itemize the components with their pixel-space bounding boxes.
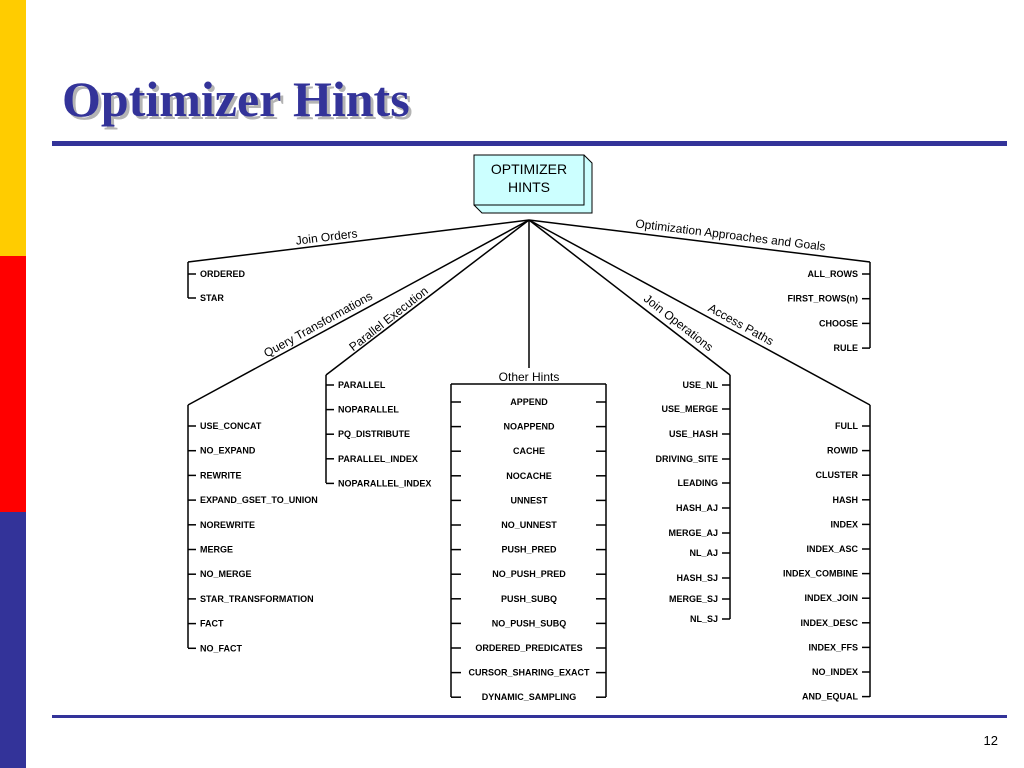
- hint-item-no-unnest: NO_UNNEST: [501, 520, 557, 530]
- hint-item-hash-aj: HASH_AJ: [676, 503, 718, 513]
- hint-item-no-fact: NO_FACT: [200, 643, 243, 653]
- hint-item-nocache: NOCACHE: [506, 471, 552, 481]
- hint-item-first-rows-n: FIRST_ROWS(n): [788, 294, 859, 304]
- root-node: OPTIMIZER HINTS: [473, 154, 593, 214]
- hint-item-cursor-sharing-exact: CURSOR_SHARING_EXACT: [468, 668, 590, 678]
- page-number: 12: [983, 733, 998, 748]
- hint-item-index-asc: INDEX_ASC: [806, 544, 858, 554]
- hint-item-nl-aj: NL_AJ: [689, 548, 718, 558]
- slide-title: Optimizer Hints: [62, 71, 410, 127]
- connector-parallel-execution: [325, 219, 530, 376]
- hint-item-hash: HASH: [832, 495, 858, 505]
- connector-join-operations: [528, 219, 731, 376]
- category-label-optimization-approaches: Optimization Approaches and Goals: [635, 216, 827, 253]
- connector-query-transformations: [187, 219, 530, 406]
- hint-item-index: INDEX: [830, 519, 858, 529]
- hint-item-star: STAR: [200, 293, 224, 303]
- hint-item-norewrite: NOREWRITE: [200, 520, 255, 530]
- hint-item-noparallel: NOPARALLEL: [338, 405, 399, 415]
- hint-item-ordered-predicates: ORDERED_PREDICATES: [475, 643, 582, 653]
- hint-item-cluster: CLUSTER: [816, 470, 859, 480]
- hint-item-merge-sj: MERGE_SJ: [669, 594, 718, 604]
- hint-item-push-pred: PUSH_PRED: [501, 545, 557, 555]
- hint-item-parallel-index: PARALLEL_INDEX: [338, 454, 418, 464]
- hint-item-no-merge: NO_MERGE: [200, 569, 252, 579]
- hint-item-fact: FACT: [200, 619, 224, 629]
- accent-stripe-blue: [0, 512, 26, 768]
- connector-lines: [187, 219, 871, 697]
- hint-item-merge: MERGE: [200, 545, 233, 555]
- accent-stripe-yellow: [0, 0, 26, 256]
- hint-item-and-equal: AND_EQUAL: [802, 692, 859, 702]
- hint-item-star-transformation: STAR_TRANSFORMATION: [200, 594, 314, 604]
- root-box: [473, 154, 585, 206]
- hint-item-no-index: NO_INDEX: [812, 667, 858, 677]
- hint-item-use-hash: USE_HASH: [669, 429, 718, 439]
- connector-optimization-approaches: [528, 219, 871, 263]
- hint-item-pq-distribute: PQ_DISTRIBUTE: [338, 429, 410, 439]
- hint-item-nl-sj: NL_SJ: [690, 614, 718, 624]
- hint-item-choose: CHOOSE: [819, 318, 858, 328]
- hint-item-parallel: PARALLEL: [338, 380, 386, 390]
- root-label-line2: HINTS: [508, 179, 550, 195]
- hint-item-rule: RULE: [834, 343, 859, 353]
- hint-item-no-push-subq: NO_PUSH_SUBQ: [492, 618, 567, 628]
- hint-item-dynamic-sampling: DYNAMIC_SAMPLING: [482, 692, 577, 702]
- hint-item-noparallel-index: NOPARALLEL_INDEX: [338, 478, 431, 488]
- title-divider: [52, 141, 1007, 146]
- hint-item-merge-aj: MERGE_AJ: [668, 528, 718, 538]
- hint-items: ORDERED STAR USE_CONCAT NO_EXPAND REWRITE EXP…: [188, 269, 870, 702]
- hint-item-index-join: INDEX_JOIN: [804, 593, 858, 603]
- hint-item-expand-gset-to-union: EXPAND_GSET_TO_UNION: [200, 495, 318, 505]
- hint-item-unnest: UNNEST: [510, 495, 548, 505]
- category-label-access-paths: Access Paths: [706, 301, 776, 348]
- hint-item-no-expand: NO_EXPAND: [200, 446, 256, 456]
- hint-item-full: FULL: [835, 421, 858, 431]
- hint-item-use-merge: USE_MERGE: [661, 404, 718, 414]
- accent-stripe-red: [0, 256, 26, 512]
- hint-item-use-concat: USE_CONCAT: [200, 421, 262, 431]
- hint-item-driving-site: DRIVING_SITE: [655, 454, 718, 464]
- hint-item-append: APPEND: [510, 397, 548, 407]
- hint-item-index-combine: INDEX_COMBINE: [783, 569, 858, 579]
- footer-divider: [52, 715, 1007, 718]
- hint-item-all-rows: ALL_ROWS: [808, 269, 859, 279]
- hint-item-push-subq: PUSH_SUBQ: [501, 594, 557, 604]
- hint-item-noappend: NOAPPEND: [503, 422, 555, 432]
- hint-item-no-push-pred: NO_PUSH_PRED: [492, 569, 566, 579]
- hint-item-cache: CACHE: [513, 446, 545, 456]
- hint-item-index-ffs: INDEX_FFS: [808, 642, 858, 652]
- connector-access-paths: [528, 219, 871, 406]
- hint-item-rewrite: REWRITE: [200, 470, 242, 480]
- hint-item-index-desc: INDEX_DESC: [800, 618, 858, 628]
- hint-item-ordered: ORDERED: [200, 269, 246, 279]
- hint-item-hash-sj: HASH_SJ: [676, 573, 718, 583]
- category-label-other-hints: Other Hints: [499, 370, 560, 384]
- hint-item-use-nl: USE_NL: [682, 380, 718, 390]
- hint-item-rowid: ROWID: [827, 446, 858, 456]
- connector-join-orders: [187, 219, 530, 263]
- hint-item-leading: LEADING: [678, 478, 719, 488]
- root-label-line1: OPTIMIZER: [491, 161, 567, 177]
